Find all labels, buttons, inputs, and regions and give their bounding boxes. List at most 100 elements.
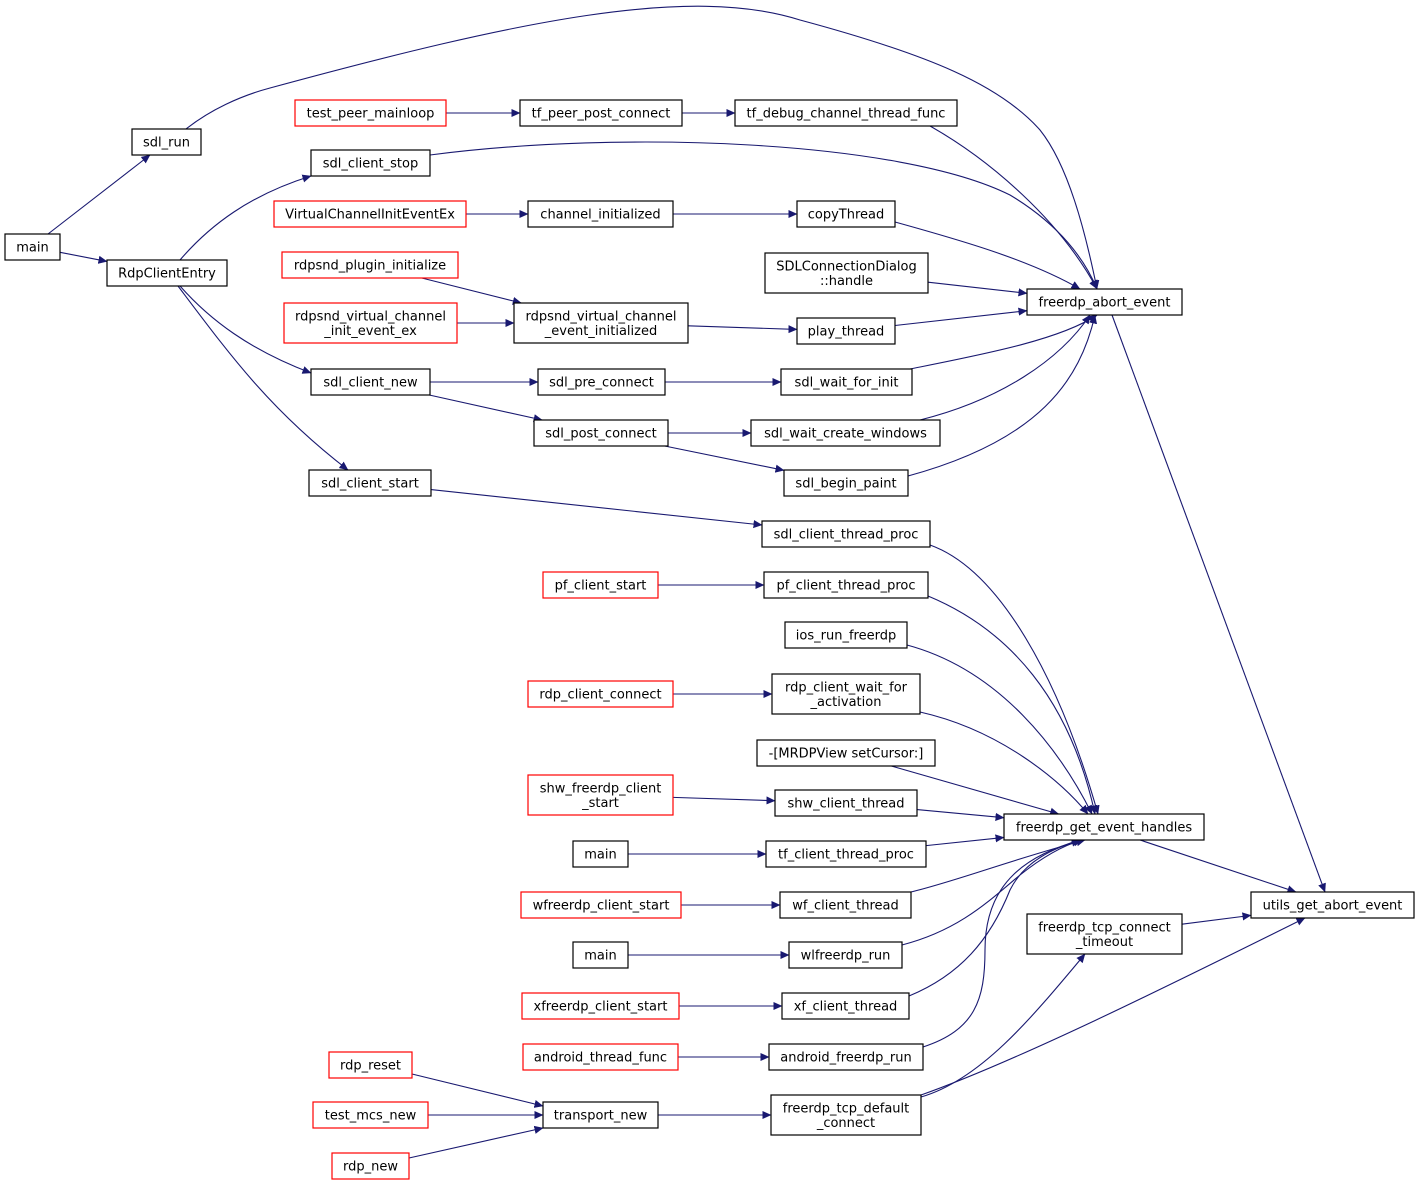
node-box: [328, 1051, 413, 1079]
node-sdl_pre_connect[interactable]: sdl_pre_connect: [537, 368, 666, 396]
node-xf_client_thread[interactable]: xf_client_thread: [781, 992, 910, 1020]
edge-sdl_client_start-to-sdl_client_thread_proc: [430, 488, 763, 529]
node-wf_client_thread[interactable]: wf_client_thread: [779, 891, 912, 919]
node-rdp_new[interactable]: rdp_new: [331, 1152, 410, 1180]
edge-freerdp_tcp_default_connect-to-freerdp_tcp_connect_timeout: [920, 953, 1086, 1098]
node-box: [310, 149, 431, 177]
node-pf_client_thread_proc[interactable]: pf_client_thread_proc: [763, 571, 929, 599]
node-main_tf[interactable]: main: [572, 840, 629, 868]
node-label: tf_debug_channel_thread_func: [747, 107, 946, 122]
node-box: [542, 571, 659, 599]
node-rdpsnd_plugin_initialize[interactable]: rdpsnd_plugin_initialize: [281, 251, 459, 279]
node-tf_debug_channel_thread_func[interactable]: tf_debug_channel_thread_func: [734, 99, 958, 127]
node-freerdp_abort_event[interactable]: freerdp_abort_event: [1026, 288, 1183, 316]
edge-freerdp_tcp_default_connect-to-utils_get_abort_event: [920, 917, 1306, 1096]
edge-freerdp_get_event_handles-to-utils_get_abort_event: [1139, 839, 1297, 894]
node-box: [522, 1043, 679, 1071]
node-rdp_client_wait_for_activation[interactable]: rdp_client_wait_for_activation: [771, 673, 921, 715]
node-main_left[interactable]: main: [4, 233, 61, 261]
node-ios_run_freerdp[interactable]: ios_run_freerdp: [784, 621, 908, 649]
edge-xf_client_thread-to-freerdp_get_event_handles: [908, 838, 1081, 997]
node-sdl_client_stop[interactable]: sdl_client_stop: [310, 149, 431, 177]
node-wfreerdp_client_start[interactable]: wfreerdp_client_start: [520, 891, 682, 919]
node-sdl_client_thread_proc[interactable]: sdl_client_thread_proc: [761, 520, 931, 548]
node-label: freerdp_tcp_connect: [1038, 920, 1171, 935]
node-sdl_run[interactable]: sdl_run: [131, 128, 202, 156]
node-box: [131, 128, 202, 156]
edge-play_thread-to-freerdp_abort_event: [894, 307, 1028, 327]
edge-sdl_client_new-to-sdl_post_connect: [429, 394, 543, 423]
node-RdpClientEntry[interactable]: RdpClientEntry: [106, 259, 228, 287]
node-android_freerdp_run[interactable]: android_freerdp_run: [768, 1043, 924, 1071]
edge-wlfreerdp_run-to-freerdp_get_event_handles: [901, 838, 1083, 946]
node-test_mcs_new[interactable]: test_mcs_new: [312, 1101, 429, 1129]
node-pf_client_start[interactable]: pf_client_start: [542, 571, 659, 599]
node-box: [527, 774, 674, 816]
node-play_thread[interactable]: play_thread: [796, 317, 896, 345]
node-box: [283, 302, 458, 344]
node-box: [765, 840, 927, 868]
node-channel_initialized[interactable]: channel_initialized: [527, 200, 674, 228]
node-box: [780, 368, 913, 396]
edge-RdpClientEntry-to-sdl_client_stop: [179, 174, 312, 261]
node-sdl_client_new[interactable]: sdl_client_new: [310, 368, 431, 396]
node-sdl_wait_create_windows[interactable]: sdl_wait_create_windows: [750, 419, 941, 447]
node-test_peer_mainloop[interactable]: test_peer_mainloop: [294, 99, 447, 127]
node-freerdp_tcp_default_connect[interactable]: freerdp_tcp_default_connect: [770, 1094, 922, 1136]
node-rdp_client_connect[interactable]: rdp_client_connect: [527, 680, 674, 708]
node-shw_freerdp_client_start[interactable]: shw_freerdp_client_start: [527, 774, 674, 816]
node-label: transport_new: [554, 1109, 648, 1124]
node-transport_new[interactable]: transport_new: [542, 1101, 659, 1129]
node-xfreerdp_client_start[interactable]: xfreerdp_client_start: [521, 992, 680, 1020]
node-box: [273, 200, 467, 228]
edge-freerdp_tcp_connect_timeout-to-utils_get_abort_event: [1181, 912, 1252, 925]
node-MRDPView_setCursor[interactable]: -[MRDPView setCursor:]: [756, 739, 936, 767]
node-box: [4, 233, 61, 261]
node-label: VirtualChannelInitEventEx: [285, 208, 455, 223]
node-android_thread_func[interactable]: android_thread_func: [522, 1043, 679, 1071]
node-label: pf_client_thread_proc: [776, 579, 915, 594]
node-box: [763, 571, 929, 599]
node-freerdp_get_event_handles[interactable]: freerdp_get_event_handles: [1003, 813, 1205, 841]
node-wlfreerdp_run[interactable]: wlfreerdp_run: [788, 941, 903, 969]
node-sdl_client_start[interactable]: sdl_client_start: [308, 469, 432, 497]
node-sdl_wait_for_init[interactable]: sdl_wait_for_init: [780, 368, 913, 396]
node-shw_client_thread[interactable]: shw_client_thread: [774, 789, 918, 817]
node-rdp_reset[interactable]: rdp_reset: [328, 1051, 413, 1079]
node-copyThread[interactable]: copyThread: [796, 200, 896, 228]
node-SDLConnectionDialog_handle[interactable]: SDLConnectionDialog::handle: [764, 252, 929, 294]
node-rdpsnd_virtual_channel_event_initialized[interactable]: rdpsnd_virtual_channel_event_initialized: [513, 302, 689, 344]
node-main_wl[interactable]: main: [572, 941, 629, 969]
node-box: [770, 1094, 922, 1136]
node-tf_peer_post_connect[interactable]: tf_peer_post_connect: [519, 99, 683, 127]
node-box: [527, 200, 674, 228]
node-box: [308, 469, 432, 497]
node-box: [1026, 288, 1183, 316]
node-box: [1003, 813, 1205, 841]
node-box: [784, 621, 908, 649]
node-sdl_post_connect[interactable]: sdl_post_connect: [533, 419, 669, 447]
node-box: [294, 99, 447, 127]
node-label: copyThread: [808, 208, 885, 223]
node-box: [572, 840, 629, 868]
edge-ios_run_freerdp-to-freerdp_get_event_handles: [906, 644, 1093, 815]
node-box: [310, 368, 431, 396]
node-box: [281, 251, 459, 279]
node-tf_client_thread_proc[interactable]: tf_client_thread_proc: [765, 840, 927, 868]
node-label: sdl_client_start: [321, 477, 419, 492]
node-label: SDLConnectionDialog: [776, 259, 916, 274]
edge-pf_client_thread_proc-to-freerdp_get_event_handles: [927, 595, 1098, 815]
node-rdpsnd_virtual_channel_init_event_ex[interactable]: rdpsnd_virtual_channel_init_event_ex: [283, 302, 458, 344]
node-label: sdl_begin_paint: [795, 477, 896, 492]
node-sdl_begin_paint[interactable]: sdl_begin_paint: [783, 469, 909, 497]
node-VirtualChannelInitEventEx[interactable]: VirtualChannelInitEventEx: [273, 200, 467, 228]
node-label: test_peer_mainloop: [307, 107, 435, 122]
node-utils_get_abort_event[interactable]: utils_get_abort_event: [1250, 891, 1415, 919]
node-box: [750, 419, 941, 447]
edge-android_freerdp_run-to-freerdp_get_event_handles: [922, 838, 1081, 1048]
node-box: [1026, 913, 1183, 955]
edge-RdpClientEntry-to-sdl_client_new: [179, 285, 312, 374]
node-box: [781, 992, 910, 1020]
node-freerdp_tcp_connect_timeout[interactable]: freerdp_tcp_connect_timeout: [1026, 913, 1183, 955]
